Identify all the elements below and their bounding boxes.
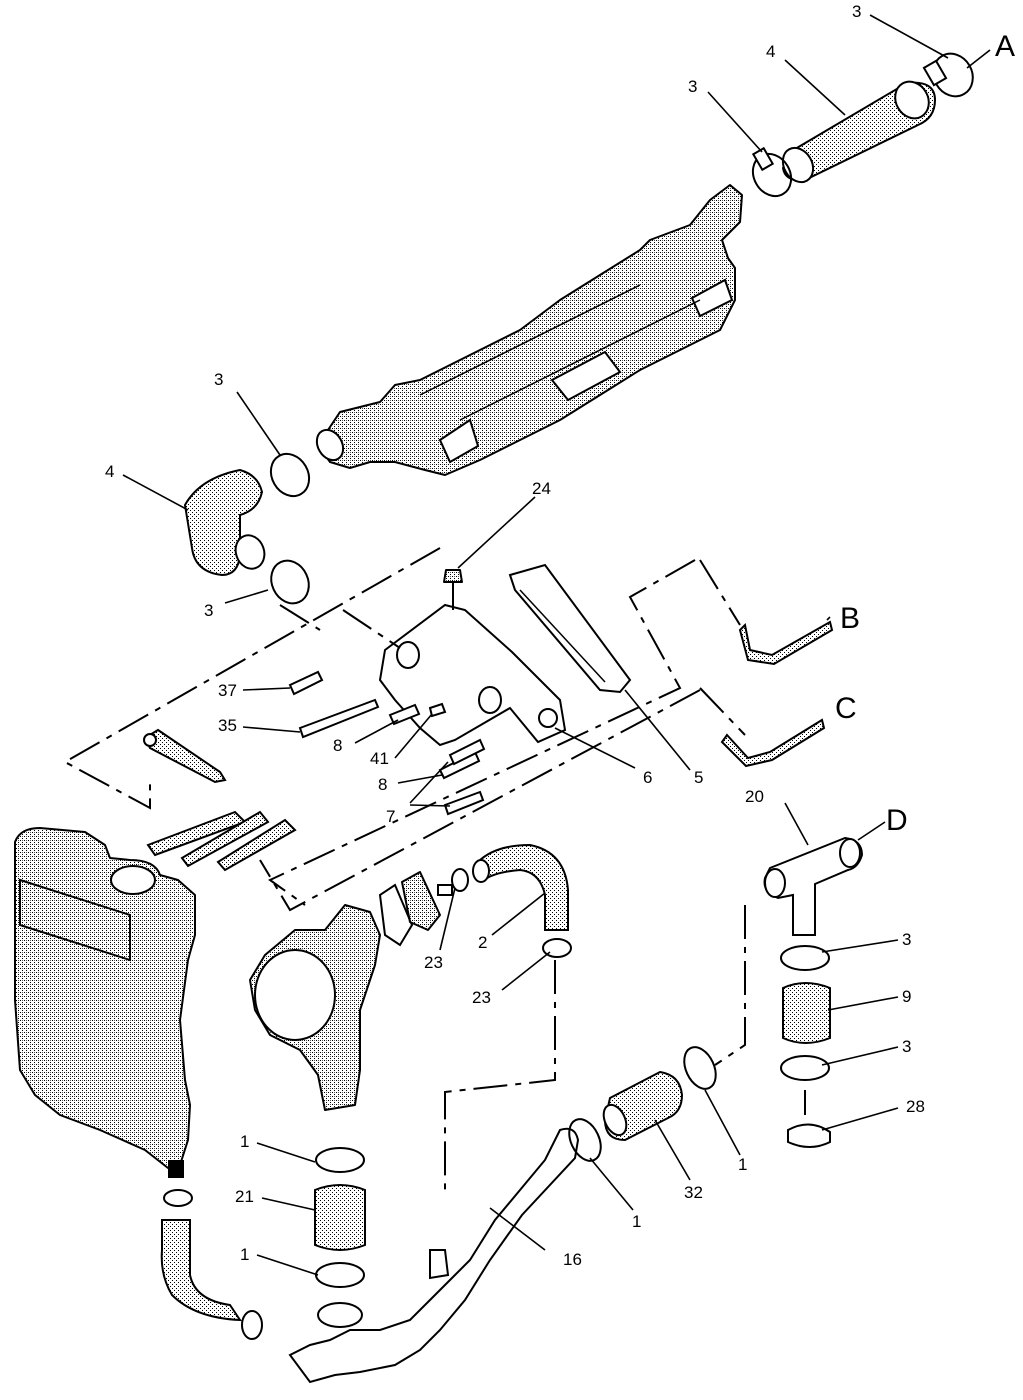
gasket <box>508 563 632 694</box>
callout-1: 1 <box>240 1245 249 1264</box>
callout-37: 37 <box>218 681 237 700</box>
callout-28: 28 <box>906 1097 925 1116</box>
callout-9: 9 <box>902 987 911 1006</box>
small-tubes <box>143 728 297 872</box>
phantom-lines <box>62 547 806 1195</box>
callout-1: 1 <box>632 1212 641 1231</box>
callout-21: 21 <box>235 1187 254 1206</box>
callout-3: 3 <box>902 1037 911 1056</box>
tank-drain-hose <box>160 1189 263 1340</box>
reservoir-tank <box>14 827 196 1178</box>
tube-b <box>738 620 834 666</box>
callout-3: 3 <box>688 77 697 96</box>
callout-8: 8 <box>333 736 342 755</box>
callout-1: 1 <box>738 1155 747 1174</box>
water-pump <box>249 904 381 1111</box>
hose-clamp-lower-left <box>270 559 310 605</box>
connector-b: B <box>840 602 860 635</box>
callout-32: 32 <box>684 1183 703 1202</box>
pump-clamps <box>314 1147 366 1288</box>
callout-5: 5 <box>694 768 703 787</box>
callout-35: 35 <box>218 716 237 735</box>
tube-c <box>720 718 826 768</box>
callout-8: 8 <box>378 775 387 794</box>
lower-pipe-assembly <box>288 1046 717 1384</box>
connector-a: A <box>995 30 1015 63</box>
connector-letters: A B C D <box>835 30 1015 837</box>
callout-2: 2 <box>478 933 487 952</box>
callout-23: 23 <box>472 988 491 1007</box>
connector-d: D <box>886 804 908 837</box>
bracket-body <box>378 603 567 747</box>
pump-gaskets <box>378 868 469 947</box>
upper-hose-assembly <box>751 52 974 198</box>
callout-7: 7 <box>386 807 395 826</box>
curved-hose-2 <box>472 843 572 958</box>
left-elbow-hose-assembly <box>183 452 311 605</box>
callout-24: 24 <box>532 479 551 498</box>
connector-c: C <box>835 692 857 725</box>
bolts <box>288 670 486 816</box>
callout-1: 1 <box>240 1132 249 1151</box>
callout-labels: 3 4 3 3 4 3 24 37 35 8 41 8 7 6 5 20 3 9… <box>105 2 925 1269</box>
callout-3: 3 <box>852 2 861 21</box>
tee-fitting <box>763 836 864 1148</box>
callout-41: 41 <box>370 749 389 768</box>
callout-3: 3 <box>902 930 911 949</box>
leader-lines <box>122 14 991 1276</box>
exhaust-manifold <box>315 184 743 476</box>
callout-6: 6 <box>643 768 652 787</box>
hose-clamp-screw <box>922 59 948 87</box>
callout-3: 3 <box>204 601 213 620</box>
bracket-assembly <box>378 563 632 747</box>
callout-20: 20 <box>745 787 764 806</box>
callout-4: 4 <box>105 462 114 481</box>
callout-4: 4 <box>766 42 775 61</box>
callout-16: 16 <box>563 1250 582 1269</box>
callout-23: 23 <box>424 953 443 972</box>
upper-hose-end <box>894 80 930 120</box>
callout-3: 3 <box>214 370 223 389</box>
hose-clamp-upper-left <box>269 452 311 498</box>
plug <box>443 569 463 583</box>
